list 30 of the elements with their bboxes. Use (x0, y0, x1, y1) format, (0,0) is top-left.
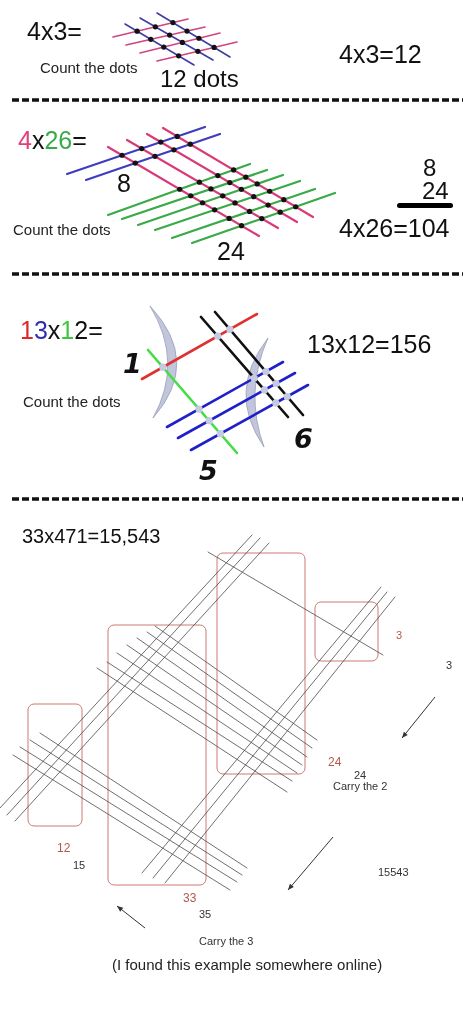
group-count: 1 (123, 350, 142, 377)
dot-count: 12 dots (160, 67, 239, 91)
group-count: 6 (294, 425, 313, 452)
partial-count: 24 (422, 179, 449, 203)
partial-count: 24 (217, 239, 245, 264)
partial-count: 8 (423, 156, 437, 180)
digit-result: 24 (354, 770, 367, 781)
equation: 4x3=12 (339, 42, 422, 67)
equation: 4x26= (18, 128, 87, 153)
equation: 4x3= (27, 19, 82, 44)
box-count: 3 (396, 630, 403, 641)
digit-result: 35 (199, 909, 212, 920)
box-count: 24 (328, 756, 342, 768)
instruction-text: Count the dots (23, 394, 121, 409)
instruction-text: Count the dots (40, 60, 138, 75)
carry-note: Carry the 2 (333, 781, 388, 792)
final-answer: 15543 (378, 867, 409, 878)
digit-result: 15 (73, 860, 86, 871)
equation: 33x471=15,543 (22, 526, 161, 546)
box-count: 12 (57, 842, 71, 854)
box-count: 33 (183, 892, 197, 904)
digit-result: 3 (446, 660, 453, 671)
carry-note: Carry the 3 (199, 936, 254, 947)
instruction-text: Count the dots (13, 222, 111, 237)
group-count: 5 (199, 457, 218, 484)
equation: 13x12= (20, 318, 103, 343)
partial-count: 8 (117, 171, 131, 196)
source-note: (I found this example somewhere online) (112, 957, 383, 972)
equation: 13x12=156 (307, 332, 432, 357)
equation: 4x26=104 (339, 216, 450, 241)
